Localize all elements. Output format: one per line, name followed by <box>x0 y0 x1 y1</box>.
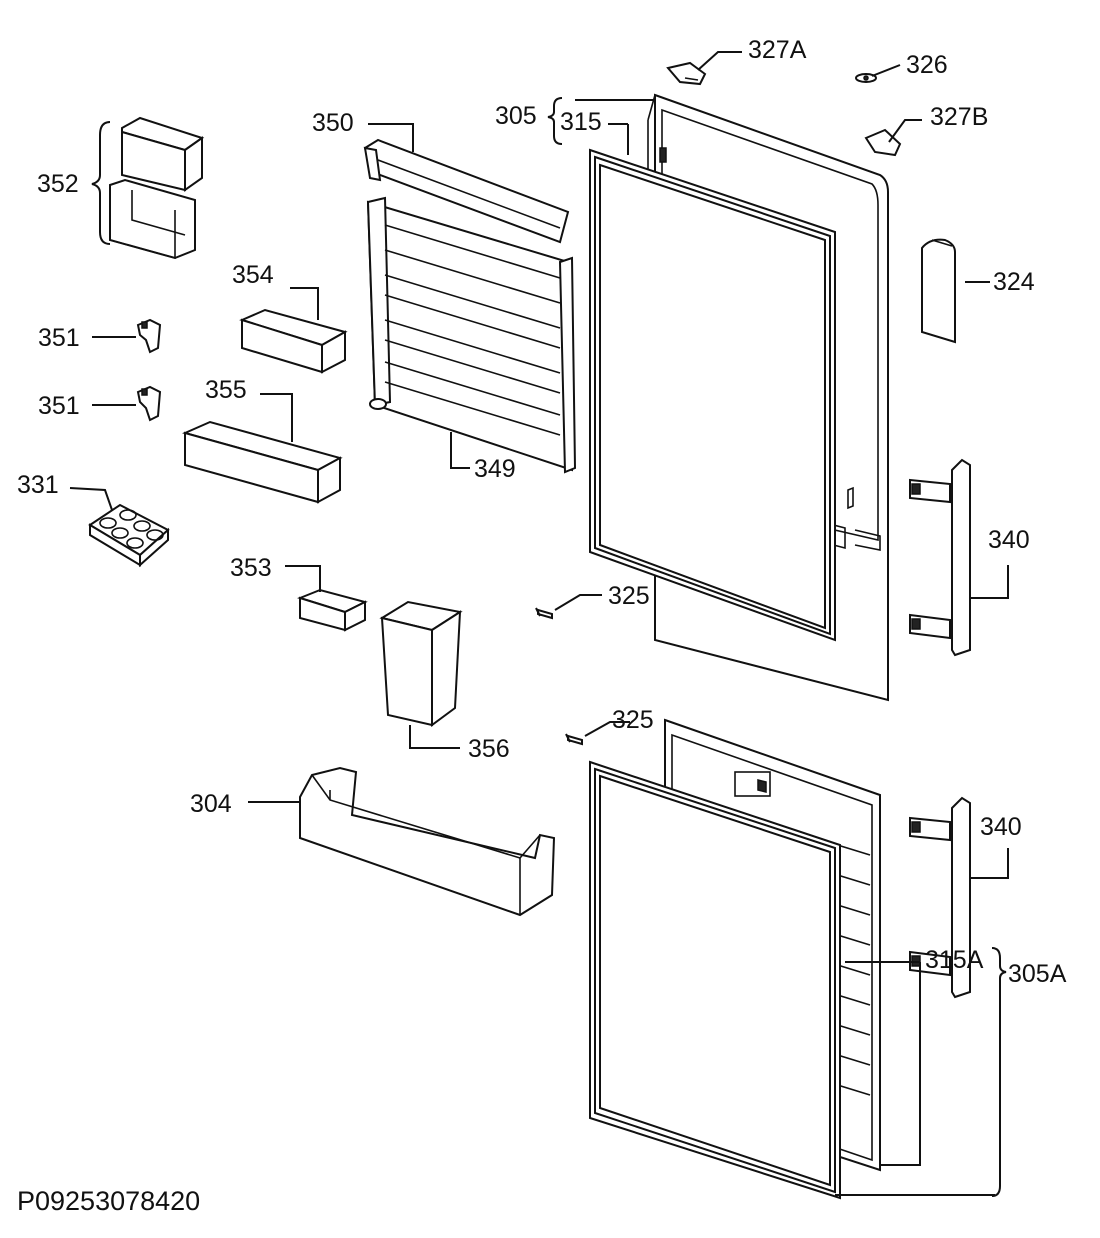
box-354 <box>239 308 348 374</box>
braces <box>91 97 1007 1197</box>
cover-324 <box>921 238 956 344</box>
label-325-lower: 325 <box>612 706 654 734</box>
label-315: 315 <box>560 108 602 136</box>
label-352: 352 <box>37 170 79 198</box>
handle-340-upper <box>909 458 971 657</box>
leader-lines <box>69 51 1009 1196</box>
shelf-cover-350 <box>363 138 570 244</box>
label-331: 331 <box>17 471 59 499</box>
dairy-box-352 <box>109 116 205 260</box>
hinge-cover-327B <box>864 128 902 157</box>
label-325-upper: 325 <box>608 582 650 610</box>
label-327B: 327B <box>930 103 988 131</box>
document-code: P09253078420 <box>17 1186 200 1216</box>
gasket-315A <box>589 760 841 1200</box>
label-349: 349 <box>474 455 516 483</box>
clip-351-lower <box>136 385 162 422</box>
label-326: 326 <box>906 51 948 79</box>
label-324: 324 <box>993 268 1035 296</box>
box-355 <box>182 420 343 504</box>
clip-351-upper <box>136 318 162 354</box>
label-340-lower: 340 <box>980 813 1022 841</box>
label-351-upper: 351 <box>38 324 80 352</box>
label-354: 354 <box>232 261 274 289</box>
label-356: 356 <box>468 735 510 763</box>
label-315A: 315A <box>925 946 984 974</box>
washer-326 <box>855 73 877 83</box>
screw-325-lower <box>565 733 583 746</box>
box-353 <box>297 588 368 632</box>
label-305: 305 <box>495 102 537 130</box>
container-356 <box>379 600 463 727</box>
gasket-315 <box>589 148 836 642</box>
label-305A: 305A <box>1008 960 1067 988</box>
label-340-upper: 340 <box>988 526 1030 554</box>
label-351-lower: 351 <box>38 392 80 420</box>
hinge-cover-327A <box>666 61 707 86</box>
shelf-frame-349 <box>366 196 577 474</box>
egg-tray-331 <box>88 503 170 568</box>
door-rack-304 <box>299 766 556 917</box>
label-353: 353 <box>230 554 272 582</box>
screw-325-upper <box>535 607 553 620</box>
label-355: 355 <box>205 376 247 404</box>
label-350: 350 <box>312 109 354 137</box>
label-327A: 327A <box>748 36 807 64</box>
part-labels: 327A 326 305 315 327B 350 352 354 324 35… <box>17 36 1067 988</box>
label-304: 304 <box>190 790 232 818</box>
